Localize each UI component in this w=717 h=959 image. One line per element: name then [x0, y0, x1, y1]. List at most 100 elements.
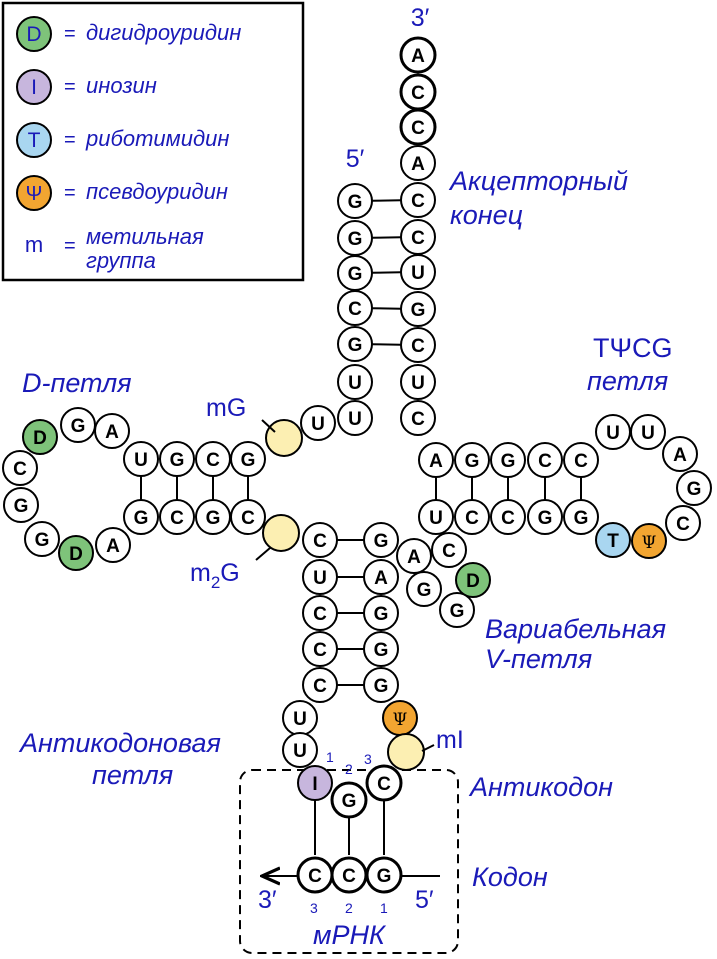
label-anticodon: Антикодон: [468, 772, 613, 802]
nucleotide-circle: [58, 535, 94, 571]
nucleotide-letter: U: [311, 414, 325, 435]
nucleotide-letter: U: [313, 568, 327, 589]
nucleotide-circle: [302, 631, 338, 667]
nucleotide-circle: [302, 667, 338, 703]
nucleotide-letter: G: [377, 866, 392, 887]
mI-pointer: [421, 744, 435, 752]
inosine-swatch: [16, 69, 52, 105]
nucleotide-dloop-7: A: [95, 527, 131, 563]
nucleotide-letter: G: [35, 530, 50, 551]
nucleotide-circle: [2, 450, 38, 486]
nucleotide-acR-2: G: [363, 595, 399, 631]
nucleotide-dtop-2: C: [195, 441, 231, 477]
nucleotide-letter: G: [411, 300, 426, 321]
nucleotide-acR-1: A: [363, 559, 399, 595]
codon-pos-1: 1: [380, 900, 388, 916]
nucleotide-tloop-6: T: [595, 522, 631, 558]
label-codon: Кодон: [472, 862, 548, 892]
nucleotide-letter: C: [442, 541, 456, 562]
nucleotide-tloop-3: G: [676, 470, 712, 506]
region-labels: 3′ 5′ Акцепторный конец D-петля TΨCG пет…: [18, 4, 673, 950]
m2G-pointer: [255, 547, 271, 561]
legend-symbol-t: T: [28, 129, 41, 152]
nucleotide-circle: [400, 182, 436, 218]
nucleotide-circle: [159, 441, 195, 477]
nucleotide-circle: [399, 36, 437, 74]
nucleotide-circle: [454, 442, 490, 478]
nucleotide-var-2: D: [455, 562, 491, 598]
nucleotide-letter: C: [13, 459, 27, 480]
nucleotide-mI: [387, 733, 425, 771]
nucleotide-letter: G: [374, 676, 389, 697]
nucleotide-letter: G: [170, 450, 185, 471]
ribothymidine-swatch: [16, 122, 52, 158]
nucleotide-letter: A: [429, 451, 443, 472]
nucleotide-letter: U: [411, 263, 425, 284]
legend-equals: =: [64, 129, 76, 151]
nucleotide-letter: G: [687, 479, 702, 500]
nucleotide-letter: C: [411, 336, 425, 357]
nucleotide-letter: G: [241, 450, 256, 471]
pseudouridine-swatch: [16, 175, 52, 211]
nucleotide-letter: U: [641, 423, 655, 444]
nucleotide-circle: [665, 505, 701, 541]
nucleotide-acc5-3: C: [337, 290, 373, 326]
nucleotide-circle: [396, 538, 432, 574]
nucleotide-dtop-1: G: [159, 441, 195, 477]
label-m2G: m2G: [190, 559, 240, 592]
label-mrna: мРНК: [313, 920, 387, 950]
nucleotide-circle: [399, 108, 437, 146]
nucleotide-letter: G: [14, 496, 29, 517]
nucleotide-circle: [527, 442, 563, 478]
nucleotide-acc5-4: G: [337, 326, 373, 362]
nucleotide-circle: [563, 499, 599, 535]
nucleotide-circle: [159, 499, 195, 535]
nucleotide-circle: [439, 592, 475, 628]
legend-item-ribothymidine: T = риботимидин: [16, 122, 229, 158]
nucleotide-circle: [337, 183, 373, 219]
nucleotide-circle: [22, 419, 58, 455]
base-pair-bonds: [140, 199, 582, 686]
nucleotide-dbot-2: G: [195, 499, 231, 535]
nucleotide-letter: G: [417, 580, 432, 601]
codon-pos-3: 3: [310, 900, 318, 916]
label-tpsicg-1: TΨCG: [593, 333, 673, 363]
nucleotide-circle: [676, 470, 712, 506]
nucleotide-acL-6: U: [282, 732, 318, 768]
nucleotide-letter: D: [69, 544, 83, 565]
nucleotide-tbot-1: C: [454, 499, 490, 535]
nucleotide-acc5-6: U: [337, 400, 373, 436]
nucleotide-letter: C: [170, 508, 184, 529]
nucleotide-circle: [94, 413, 130, 449]
legend-equals: =: [64, 182, 76, 204]
nucleotide-letter: Ψ: [393, 710, 408, 730]
legend-text-pseudouridine: псевдоуридин: [86, 179, 228, 204]
nucleotide-mG: [265, 419, 303, 457]
nucleotide-acc3-0: C: [400, 182, 436, 218]
nucleotide-circle: [418, 442, 454, 478]
nucleotide-letter: G: [501, 451, 516, 472]
nucleotide-j-U: U: [300, 405, 336, 441]
nucleotide-circle: [337, 290, 373, 326]
nucleotide-letter: C: [308, 866, 322, 887]
nucleotide-circle: [363, 667, 399, 703]
nucleotide-anti-1: G: [330, 781, 368, 819]
nucleotide-letter: G: [538, 508, 553, 529]
codon-pos-2: 2: [345, 900, 353, 916]
nucleotide-letter: D: [466, 571, 480, 592]
nucleotide-cod-0: C: [296, 856, 334, 894]
nucleotide-acc3-6: C: [400, 400, 436, 436]
nucleotide-circle: [95, 527, 131, 563]
nucleotide-acc3-4: C: [400, 327, 436, 363]
nucleotide-circle: [363, 522, 399, 558]
nucleotide-letter: C: [241, 508, 255, 529]
legend-equals: =: [64, 23, 76, 45]
nucleotide-circle: [365, 764, 403, 802]
nucleotide-acc5-1: G: [337, 220, 373, 256]
label-d-loop: D-петля: [22, 368, 132, 398]
nucleotide-letter: A: [105, 422, 119, 443]
nucleotide-dloop-6: D: [58, 535, 94, 571]
nucleotide-circle: [363, 595, 399, 631]
